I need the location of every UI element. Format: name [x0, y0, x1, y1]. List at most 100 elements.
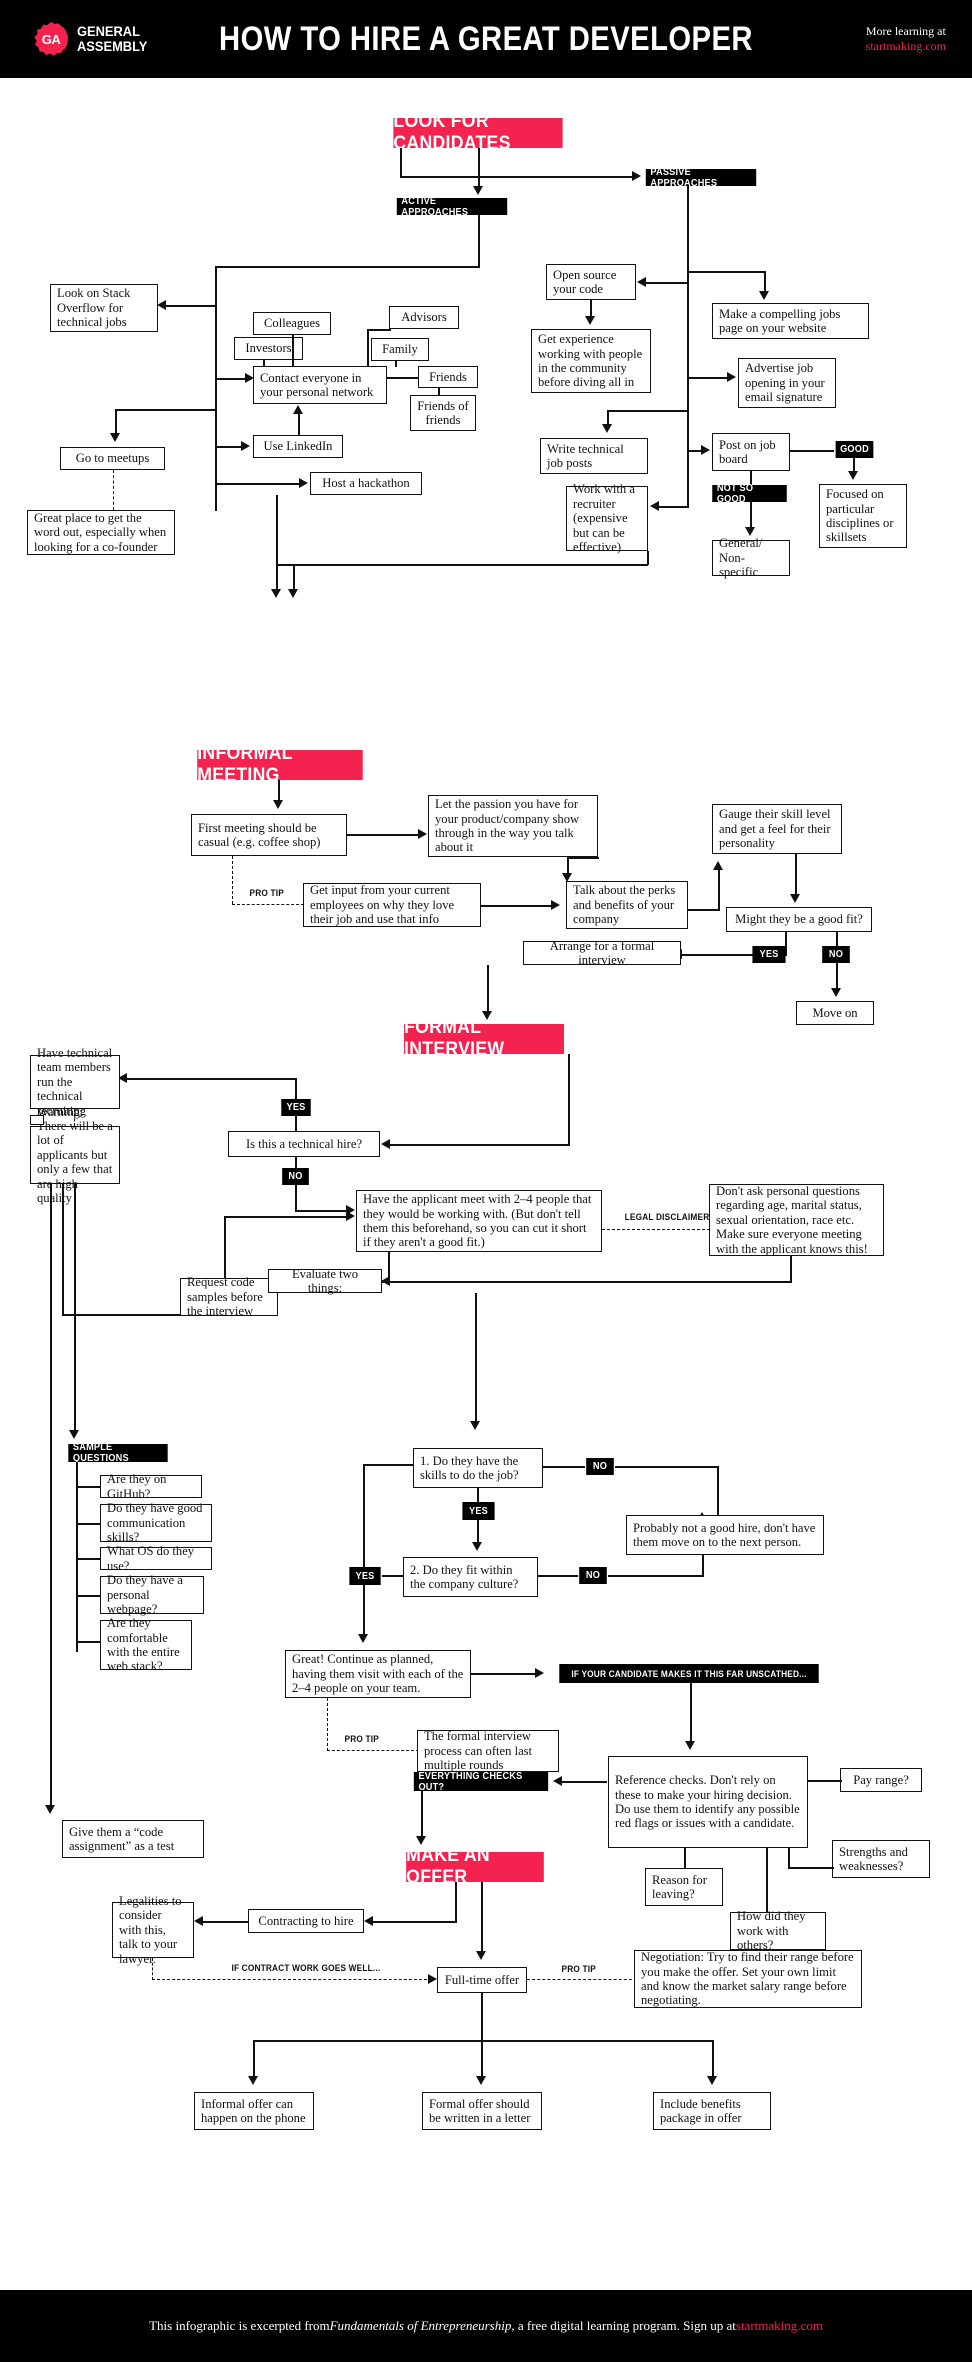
connector: [568, 1054, 570, 1145]
node-let-passion: Let the passion you have for your produc…: [428, 795, 598, 857]
tag-passive-approaches: PASSIVE APPROACHES: [645, 167, 757, 189]
label-pro-tip-2: PRO TIP: [341, 1734, 382, 1744]
node-dont-ask: Don't ask personal questions regarding a…: [709, 1184, 884, 1256]
node-write-job-posts: Write technical job posts: [540, 438, 648, 474]
connector: [567, 857, 599, 859]
node-contracting-to-hire: Contracting to hire: [248, 1909, 364, 1933]
arrowhead-down: [248, 2076, 258, 2085]
arrowhead-down: [45, 1805, 55, 1814]
arrowhead-up: [293, 405, 303, 414]
arrowhead-right: [299, 478, 308, 488]
connector: [477, 1488, 479, 1502]
ga-wordmark-line1: GENERAL: [77, 23, 140, 39]
connector: [789, 450, 834, 452]
arrowhead-down: [69, 1430, 79, 1439]
connector: [421, 1791, 423, 1839]
connector: [658, 506, 689, 508]
arrowhead-down: [759, 291, 769, 300]
connector: [538, 1575, 578, 1577]
node-friends: Friends: [418, 366, 478, 388]
connector: [367, 329, 369, 367]
connector: [795, 854, 797, 896]
node-is-technical-hire: Is this a technical hire?: [228, 1131, 380, 1157]
arrowhead-down: [110, 433, 120, 442]
connector: [477, 1520, 479, 1544]
flowchart-canvas: LOOK FOR CANDIDATES ACTIVE APPROACHES PA…: [0, 78, 972, 2290]
header-more-learning: More learning at startmaking.com: [866, 24, 946, 54]
connector: [785, 932, 787, 956]
tag-no-good-fit: NO: [822, 946, 850, 963]
connector: [224, 1216, 226, 1278]
page-title: HOW TO HIRE A GREAT DEVELOPER: [219, 20, 753, 58]
node-first-meeting: First meeting should be casual (e.g. cof…: [191, 814, 347, 856]
connector: [481, 2040, 483, 2078]
node-reference-checks: Reference checks. Don't rely on these to…: [608, 1756, 808, 1848]
node-warning-applicants: Warning: There will be a lot of applican…: [30, 1105, 120, 1205]
connector: [481, 905, 556, 907]
arrowhead-down: [831, 988, 841, 997]
startmaking-link-header[interactable]: startmaking.com: [865, 39, 946, 53]
connector: [481, 1882, 483, 1954]
connector: [295, 1185, 297, 1212]
connector: [295, 1210, 350, 1212]
arrowhead-down: [707, 2076, 717, 2085]
connector: [382, 1575, 404, 1577]
arrowhead-left: [637, 277, 646, 287]
footer-italic-title: Fundamentals of Entrepreneurship: [329, 2318, 512, 2333]
connector-passive-trunk: [687, 186, 689, 506]
node-contact-network: Contact everyone in your personal networ…: [253, 366, 387, 404]
node-gauge-skill: Gauge their skill level and get a feel f…: [712, 804, 842, 854]
node-q-comm: Do they have good communication skills?: [100, 1501, 212, 1544]
arrowhead-down: [472, 1542, 482, 1551]
connector: [766, 1848, 768, 1913]
node-post-job-board: Post on job board: [712, 433, 790, 471]
arrowhead-down: [416, 1836, 426, 1845]
startmaking-link-footer[interactable]: startmaking.com: [735, 2318, 823, 2333]
tag-yes-good-fit: YES: [752, 946, 786, 963]
node-general-nonspecific: General/ Non-specific: [712, 536, 790, 579]
ga-badge-icon: GA: [34, 22, 68, 56]
arrowhead-right: [346, 1205, 355, 1215]
node-have-tech-team: Have technical team members run the tech…: [30, 1046, 120, 1118]
connector: [76, 1462, 78, 1652]
node-investors: Investors: [234, 337, 303, 360]
connector: [76, 1558, 101, 1560]
arrowhead-down: [476, 1951, 486, 1960]
page-footer: This infographic is excerpted from Funda…: [0, 2290, 972, 2362]
dashed-connector: [327, 1698, 328, 1751]
tag-everything-checks-out: EVERYTHING CHECKS OUT?: [413, 1771, 549, 1793]
dashed-connector: [74, 1109, 75, 1126]
node-q-webstack: Are they comfortable with the entire web…: [100, 1616, 192, 1673]
connector: [215, 378, 251, 380]
node-benefits-package: Include benefits package in offer: [653, 2092, 771, 2130]
label-legal-disclaimer: LEGAL DISCLAIMER: [621, 1212, 713, 1222]
connector: [400, 148, 402, 176]
connector: [395, 361, 397, 367]
connector: [400, 176, 635, 178]
connector: [615, 1466, 719, 1468]
connector: [543, 1466, 585, 1468]
arrowhead-down: [288, 589, 298, 598]
node-get-experience: Get experience working with people in th…: [531, 329, 651, 393]
arrowhead-left: [381, 1276, 390, 1286]
label-pro-tip-3: PRO TIP: [558, 1964, 599, 1974]
connector: [201, 1921, 249, 1923]
connector: [253, 2040, 255, 2078]
arrowhead-down: [482, 1011, 492, 1020]
connector: [438, 388, 440, 396]
arrowhead-down: [470, 1421, 480, 1430]
connector: [215, 266, 480, 268]
node-q-github: Are they on GitHub?: [100, 1472, 202, 1501]
ga-wordmark-line2: ASSEMBLY: [77, 38, 148, 54]
node-friends-of-friends: Friends of friends: [410, 395, 476, 431]
connector: [387, 377, 419, 379]
tag-no-skills: NO: [586, 1458, 614, 1475]
connector-active-trunk: [215, 266, 217, 511]
connector: [567, 857, 569, 875]
dashed-connector: [602, 1229, 710, 1230]
arrowhead-right: [428, 1974, 437, 1984]
connector: [388, 1144, 570, 1146]
arrowhead-left: [364, 1916, 373, 1926]
connector: [788, 1867, 834, 1869]
arrowhead-down: [562, 873, 572, 882]
